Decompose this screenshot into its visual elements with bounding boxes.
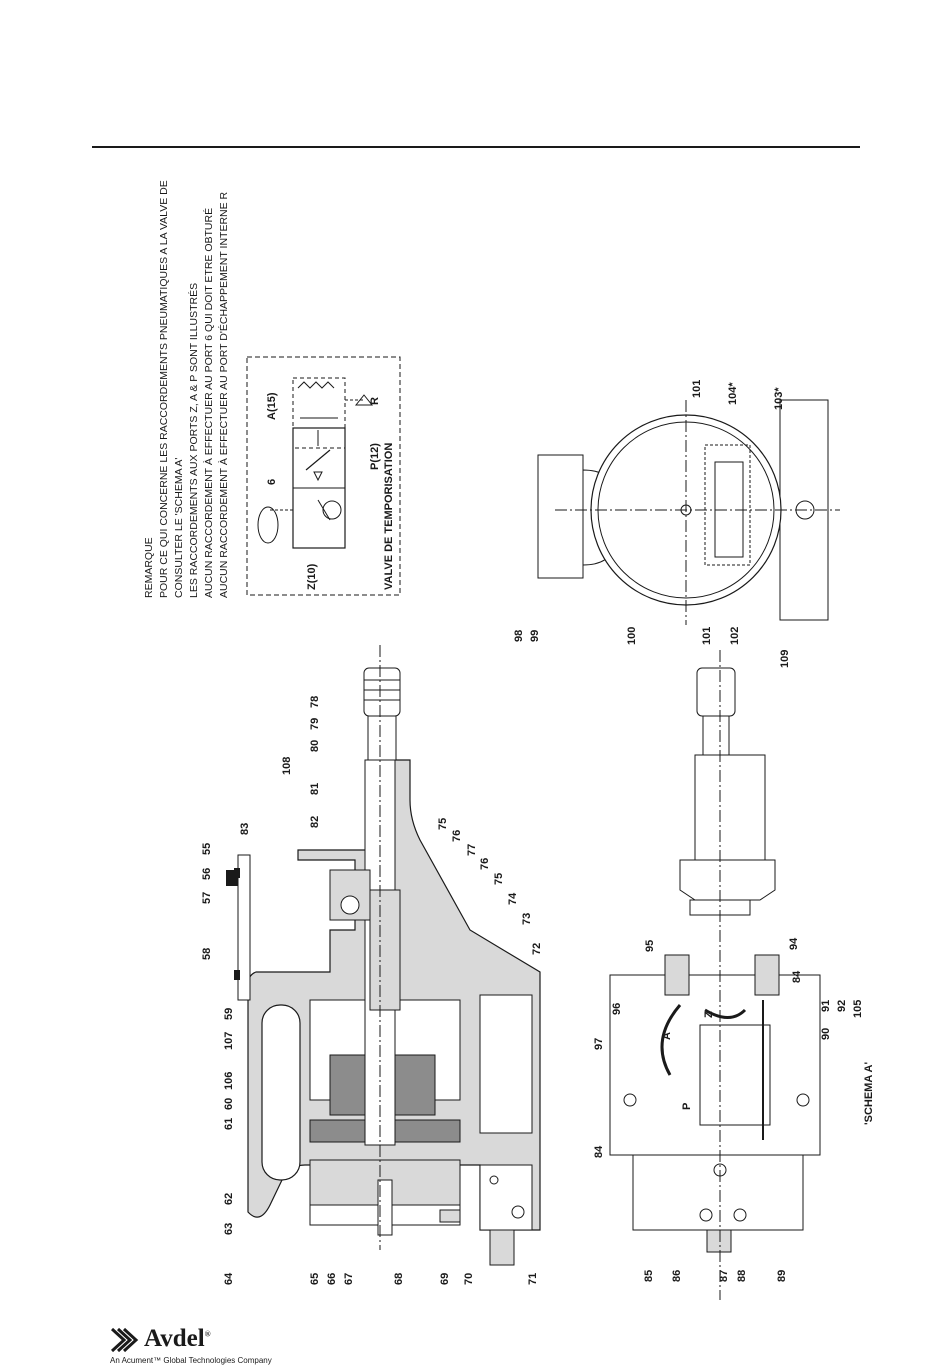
callout-98: 98 [513,630,525,642]
callout-56: 56 [201,868,213,880]
callouts-end-view: 98 99 100 101 102 109 101 104* 103* [513,380,791,668]
callout-90: 90 [820,1028,832,1040]
callout-105: 105 [852,1000,864,1018]
schema-a-label: 'SCHEMA A' [863,1062,875,1125]
note-line-2: POUR CE QUI CONCERNE LES RACCORDEMENTS P… [158,180,170,598]
callout-74: 74 [507,892,519,905]
note-line-5: AUCUN RACCORDEMENT À EFFECTUER AU PORT 6… [202,208,215,598]
callout-61: 61 [223,1118,235,1130]
callout-59: 59 [223,1008,235,1020]
callout-107: 107 [223,1032,235,1050]
header-rule [92,146,860,148]
callout-62: 62 [223,1193,235,1205]
valve-schematic: 6 Z(10) A(15) P(12) R VALVE DE TEMPORISA… [246,356,401,596]
note-line-4: LES RACCORDEMENTS AUX PORTS Z, A & P SON… [187,283,200,598]
callouts-section: 55 56 57 58 83 82 81 108 80 79 78 107 59… [201,696,543,1285]
logo-brand: Avdel® [144,1325,211,1352]
callout-57: 57 [201,892,213,904]
callout-101-a: 101 [701,627,713,645]
callout-69: 69 [439,1273,451,1285]
schema-port-a: A [661,1032,673,1040]
callout-84-b: 84 [593,1145,605,1158]
callout-82: 82 [309,816,321,828]
callout-75-b: 75 [493,873,505,885]
callouts-schema: 97 96 95 94 84 91 92 105 90 84 85 86 87 … [593,937,864,1282]
callout-86: 86 [671,1270,683,1282]
note-block: REMARQUE POUR CE QUI CONCERNE LES RACCOR… [143,180,230,598]
callout-102: 102 [729,627,741,645]
end-view [537,399,840,625]
callout-76-a: 76 [451,830,463,842]
callout-72: 72 [531,943,543,955]
callout-77: 77 [466,844,478,856]
valve-title: VALVE DE TEMPORISATION [383,443,395,590]
callout-100: 100 [626,627,638,645]
callout-75-a: 75 [437,818,449,830]
callout-84-a: 84 [791,970,803,983]
callout-97: 97 [593,1038,605,1050]
callout-55: 55 [201,843,213,855]
callout-88: 88 [736,1270,748,1282]
callout-99: 99 [529,630,541,642]
schema-port-z: Z [703,1011,715,1018]
callout-109: 109 [779,650,791,668]
valve-port-z: Z(10) [306,563,318,590]
callout-106: 106 [223,1072,235,1090]
valve-port-6: 6 [266,479,278,485]
callout-108: 108 [281,757,293,775]
callout-76-b: 76 [479,858,491,870]
callout-89: 89 [776,1270,788,1282]
avdel-mark-icon [110,1327,139,1353]
note-line-1: REMARQUE [143,537,155,598]
schema-a-view: A Z P 'SCHEMA A' [609,650,875,1300]
callout-94: 94 [788,937,800,950]
callout-92: 92 [836,1000,848,1012]
callout-63: 63 [223,1223,235,1235]
callout-73: 73 [521,913,533,925]
callout-70: 70 [463,1273,475,1285]
callout-83: 83 [239,823,251,835]
valve-port-p: P(12) [369,443,381,470]
callout-79: 79 [309,718,321,730]
callout-78: 78 [309,696,321,708]
tool-section-view [226,645,541,1266]
callout-58: 58 [201,948,213,960]
valve-port-a: A(15) [266,392,278,420]
callout-80: 80 [309,740,321,752]
callout-65: 65 [309,1273,321,1285]
schema-port-p: P [681,1103,693,1110]
callout-104: 104* [727,382,739,405]
callout-85: 85 [643,1270,655,1282]
callout-71: 71 [527,1273,539,1285]
callout-67: 67 [343,1273,355,1285]
callout-103: 103* [773,387,785,410]
callout-81: 81 [309,783,321,795]
callout-95: 95 [644,940,656,952]
callout-60: 60 [223,1098,235,1110]
callout-66: 66 [326,1273,338,1285]
callout-68: 68 [393,1273,405,1285]
note-line-3: CONSULTER LE 'SCHEMA A' [173,458,185,598]
valve-port-r: R [369,397,381,405]
logo-tagline: An Acument™ Global Technologies Company [110,1356,272,1365]
callout-87: 87 [718,1270,730,1282]
callout-91: 91 [820,1000,832,1012]
callout-101-b: 101 [691,380,703,398]
callout-64: 64 [223,1272,235,1285]
note-line-6: AUCUN RACCORDEMENT À EFFECTUER AU PORT D… [217,191,230,598]
callout-96: 96 [611,1003,623,1015]
